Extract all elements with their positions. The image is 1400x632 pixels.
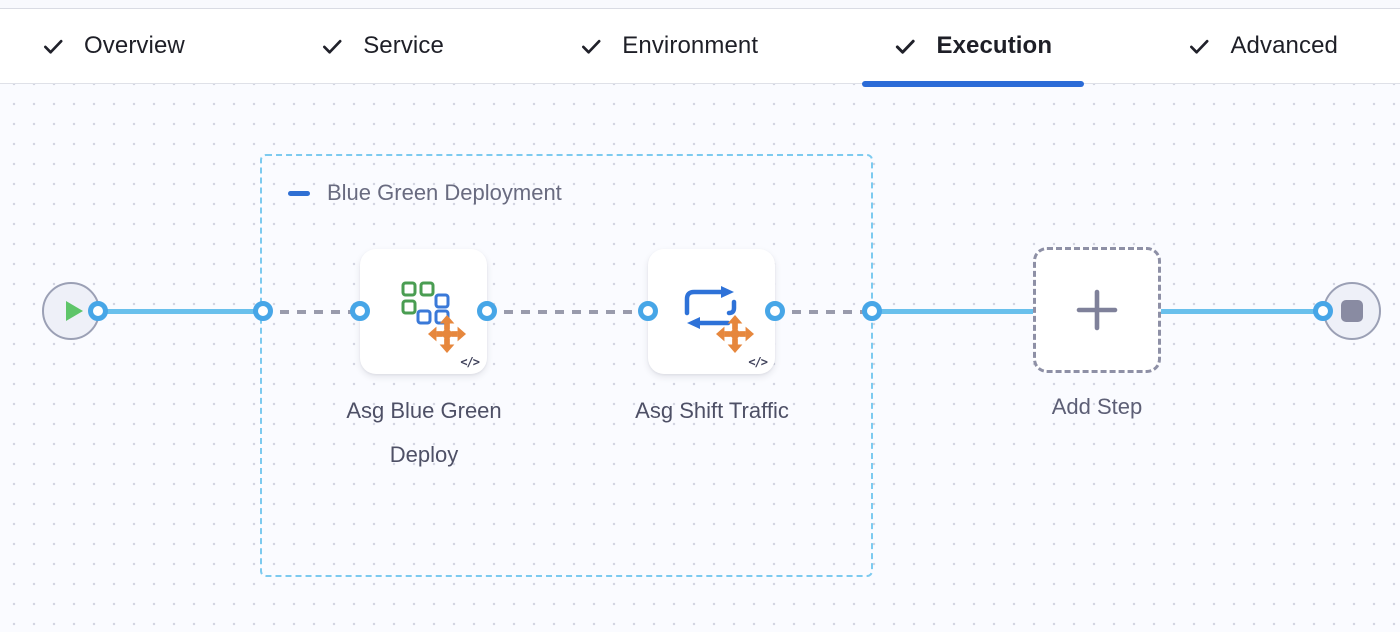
tab-label: Execution <box>936 32 1053 59</box>
connector-port-group-out[interactable] <box>862 301 882 321</box>
tab-advanced[interactable]: Advanced <box>1156 9 1370 83</box>
code-icon: </> <box>748 355 768 369</box>
collapse-group-minus-icon[interactable] <box>288 190 310 196</box>
move-arrows-icon <box>716 315 754 353</box>
connector-port-step1-out[interactable] <box>477 301 497 321</box>
tab-label: Advanced <box>1230 32 1338 59</box>
wizard-tab-bar: Overview Service Environment Execution A… <box>0 8 1400 87</box>
code-icon: </> <box>460 355 480 369</box>
dashed-connector-step1-to-step2 <box>487 310 648 314</box>
dashed-connector-step2-to-group <box>775 310 872 314</box>
check-icon <box>582 39 601 54</box>
step-card-asg-shift-traffic[interactable]: </> <box>648 249 775 374</box>
check-icon <box>323 39 342 54</box>
add-step-button[interactable] <box>1033 247 1161 373</box>
shift-traffic-icon <box>684 286 737 329</box>
pipeline-start-node[interactable] <box>42 282 100 340</box>
tab-execution[interactable]: Execution <box>862 9 1085 87</box>
top-strip <box>0 0 1400 8</box>
play-icon <box>66 301 83 321</box>
pipeline-canvas[interactable]: Blue Green Deployment </> <box>0 84 1400 632</box>
check-icon <box>896 39 916 54</box>
group-header: Blue Green Deployment <box>288 180 562 206</box>
move-arrows-icon <box>428 315 466 353</box>
tab-service[interactable]: Service <box>289 9 476 83</box>
stop-icon <box>1341 300 1363 322</box>
connector-port-start-out[interactable] <box>88 301 108 321</box>
tab-label: Service <box>363 32 444 59</box>
dashed-connector-group-to-step1 <box>263 310 360 314</box>
group-label: Blue Green Deployment <box>327 180 562 205</box>
tab-overview[interactable]: Overview <box>10 9 217 83</box>
connector-port-step1-in[interactable] <box>350 301 370 321</box>
tab-label: Overview <box>84 32 185 59</box>
plus-icon <box>1076 289 1118 331</box>
active-tab-underline <box>862 81 1085 87</box>
check-icon <box>1190 39 1209 54</box>
check-icon <box>44 39 63 54</box>
step-label-asg-shift-traffic: Asg Shift Traffic <box>635 398 789 423</box>
tab-label: Environment <box>622 32 759 59</box>
connector-port-step2-in[interactable] <box>638 301 658 321</box>
connector-line-start-to-group <box>98 309 263 314</box>
connector-port-step2-out[interactable] <box>765 301 785 321</box>
step-label-asg-blue-green-deploy: Asg Blue Green Deploy <box>346 398 502 467</box>
step-card-asg-blue-green-deploy[interactable]: </> <box>360 249 487 374</box>
stage-group-blue-green-deployment: Blue Green Deployment <box>260 154 873 577</box>
connector-port-end-in[interactable] <box>1313 301 1333 321</box>
add-step-label: Add Step <box>1051 394 1143 419</box>
tab-environment[interactable]: Environment <box>548 9 790 83</box>
connector-port-group-in[interactable] <box>253 301 273 321</box>
